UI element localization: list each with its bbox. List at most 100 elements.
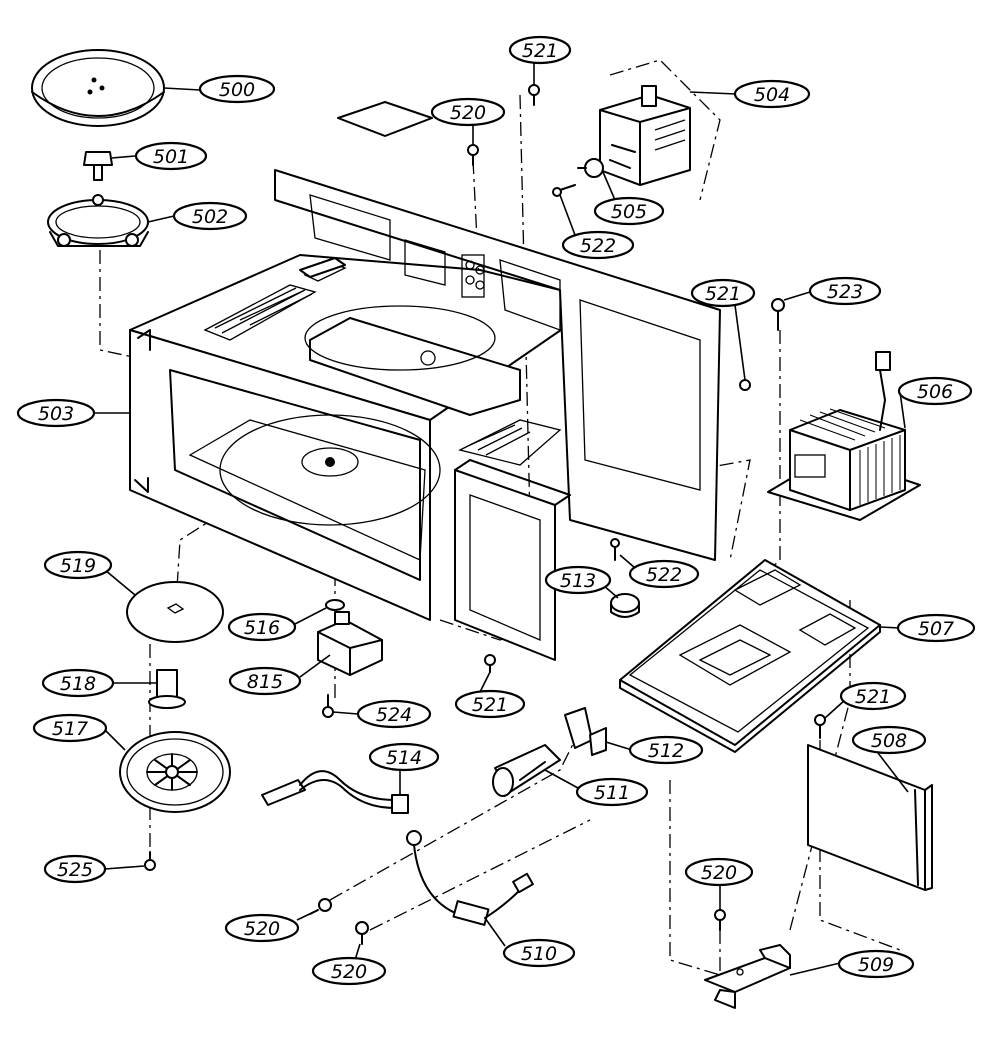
callout-506: 506	[897, 376, 973, 406]
callout-509: 509	[837, 949, 915, 979]
callout-501: 501	[134, 141, 208, 171]
callout-label-521-right-low: 521	[855, 686, 891, 708]
callout-523: 523	[808, 276, 882, 306]
callout-label-520-right: 520	[701, 862, 737, 884]
callout-502: 502	[172, 201, 248, 231]
screw-524	[322, 694, 334, 718]
turntable-tray	[31, 49, 165, 127]
callout-522-mid: 522	[628, 559, 700, 589]
callout-label-509: 509	[858, 954, 894, 976]
callout-521-mid: 521	[454, 689, 526, 719]
callout-520-top: 520	[430, 97, 506, 127]
callout-label-517: 517	[52, 718, 88, 740]
callout-label-506: 506	[917, 381, 953, 403]
callout-520-bottom: 520	[311, 956, 387, 986]
back-panel	[274, 169, 721, 561]
callout-label-513: 513	[560, 570, 596, 592]
callout-label-507: 507	[918, 618, 954, 640]
thermal-cutout	[577, 158, 604, 178]
callout-517: 517	[32, 713, 108, 743]
callout-label-503: 503	[38, 403, 74, 425]
callout-521-right: 521	[690, 278, 756, 308]
thermostat	[610, 593, 640, 618]
callout-label-512: 512	[648, 740, 684, 762]
high-voltage-transformer	[767, 351, 921, 521]
screw-521-top	[528, 84, 540, 106]
roller-assembly	[119, 731, 231, 813]
turntable-support-plate	[126, 581, 224, 643]
callout-label-516: 516	[244, 617, 280, 639]
callout-label-525: 525	[57, 859, 93, 881]
callout-520-left: 520	[224, 913, 300, 943]
callout-504: 504	[733, 79, 811, 109]
callout-label-521-right: 521	[705, 283, 741, 305]
callout-label-510: 510	[521, 943, 557, 965]
screw-525	[144, 851, 156, 871]
callout-505: 505	[593, 196, 665, 226]
switch-bracket	[564, 707, 607, 756]
callout-525: 525	[43, 854, 107, 884]
callout-524: 524	[356, 699, 432, 729]
callout-513: 513	[544, 565, 612, 595]
callout-508: 508	[851, 725, 927, 755]
callout-label-514: 514	[386, 747, 422, 769]
callout-label-815: 815	[247, 671, 283, 693]
roller-ring	[47, 194, 149, 247]
callout-label-521-mid: 521	[472, 694, 508, 716]
callout-label-505: 505	[611, 201, 647, 223]
screw-521-right-low	[814, 714, 826, 739]
callout-510: 510	[502, 938, 576, 968]
fuse-holder	[492, 744, 561, 797]
callout-519: 519	[43, 550, 113, 580]
callout-522-top: 522	[561, 230, 635, 260]
turntable-motor	[317, 611, 383, 676]
callout-511: 511	[575, 777, 649, 807]
callout-label-500: 500	[219, 79, 255, 101]
callout-label-518: 518	[60, 673, 96, 695]
callout-label-520-top: 520	[450, 102, 486, 124]
callouts: 500 501 502 503 504 505	[16, 35, 976, 986]
callout-514: 514	[368, 742, 440, 772]
callout-521-right-low: 521	[839, 681, 907, 711]
callout-label-523: 523	[827, 281, 863, 303]
callout-label-511: 511	[594, 782, 630, 804]
callout-label-504: 504	[754, 84, 790, 106]
screw-523	[771, 298, 785, 331]
callout-label-520-left: 520	[244, 918, 280, 940]
screw-521-right	[739, 379, 751, 391]
screw-522-top	[552, 184, 576, 197]
base-plate	[619, 559, 881, 753]
screw-520-bottom	[355, 921, 369, 945]
callout-500: 500	[198, 74, 276, 104]
callout-label-508: 508	[871, 730, 907, 752]
screw-521-mid	[484, 654, 496, 673]
door-switch-harness	[261, 770, 409, 814]
roller-coupler	[83, 151, 113, 181]
callout-507: 507	[896, 613, 976, 643]
mounting-bracket	[704, 944, 791, 1009]
screw-520-top	[467, 144, 479, 166]
callout-815: 815	[228, 666, 302, 696]
side-cover-plate	[807, 744, 933, 891]
screw-522-mid	[610, 538, 620, 561]
callout-label-522-top: 522	[580, 235, 616, 257]
callout-label-519: 519	[60, 555, 96, 577]
callout-label-502: 502	[192, 206, 228, 228]
washer	[325, 599, 345, 611]
magnetron	[599, 85, 691, 186]
drive-shaft	[148, 669, 186, 709]
callout-512: 512	[628, 735, 704, 765]
callout-label-520-bottom: 520	[331, 961, 367, 983]
ferrite-wire-harness	[406, 830, 534, 926]
callout-516: 516	[227, 612, 297, 642]
callout-520-right: 520	[684, 857, 754, 887]
callout-label-501: 501	[153, 146, 189, 168]
callout-label-524: 524	[376, 704, 412, 726]
callout-518: 518	[41, 668, 115, 698]
side-bracket-frame	[454, 459, 571, 661]
oven-cavity-chassis	[129, 101, 591, 621]
callout-label-522-mid: 522	[646, 564, 682, 586]
callout-521-top: 521	[508, 35, 572, 65]
callout-503: 503	[16, 398, 96, 428]
